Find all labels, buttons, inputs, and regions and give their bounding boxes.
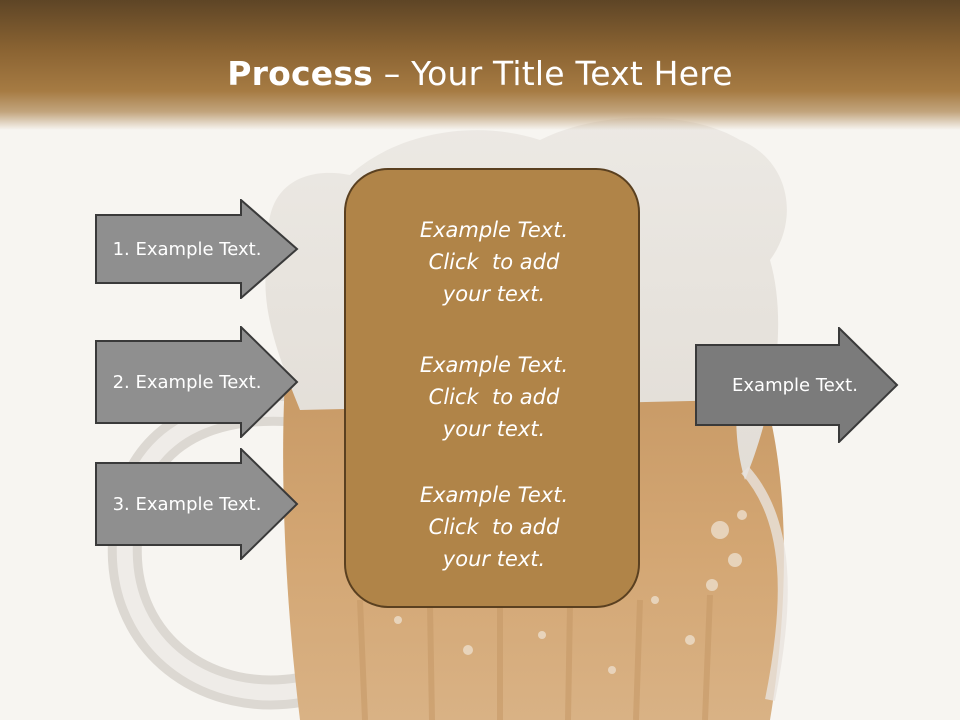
text-line: Click to add [428, 250, 560, 274]
arrow-shape-icon [95, 448, 299, 560]
text-line: Click to add [428, 515, 560, 539]
text-line: Example Text. [419, 483, 569, 507]
result-arrow[interactable]: Example Text. [695, 327, 899, 443]
process-step-arrow-1[interactable]: 1. Example Text. [95, 199, 299, 299]
text-line: your text. [442, 417, 546, 441]
title-bold: Process [227, 54, 374, 93]
result-label: Example Text. [732, 374, 858, 396]
header-banner [0, 0, 960, 130]
text-block-2: Example Text. Click to add your text. [346, 349, 642, 445]
arrow-shape-icon [695, 327, 899, 443]
text-line: Click to add [428, 385, 560, 409]
center-text-box[interactable]: Example Text. Click to add your text. Ex… [344, 168, 640, 608]
arrow-shape-icon [95, 326, 299, 438]
process-step-arrow-3[interactable]: 3. Example Text. [95, 448, 299, 560]
title-rest: – Your Title Text Here [373, 54, 733, 93]
text-line: Example Text. [419, 218, 569, 242]
slide-title[interactable]: Process – Your Title Text Here [0, 52, 960, 96]
text-line: your text. [442, 282, 546, 306]
text-block-3: Example Text. Click to add your text. [346, 479, 642, 575]
step-label: 2. Example Text. [112, 371, 262, 393]
process-step-arrow-2[interactable]: 2. Example Text. [95, 326, 299, 438]
step-label: 1. Example Text. [112, 238, 262, 260]
arrow-shape-icon [95, 199, 299, 299]
text-line: Example Text. [419, 353, 569, 377]
text-block-1: Example Text. Click to add your text. [346, 214, 642, 310]
text-line: your text. [442, 547, 546, 571]
step-label: 3. Example Text. [112, 493, 262, 515]
